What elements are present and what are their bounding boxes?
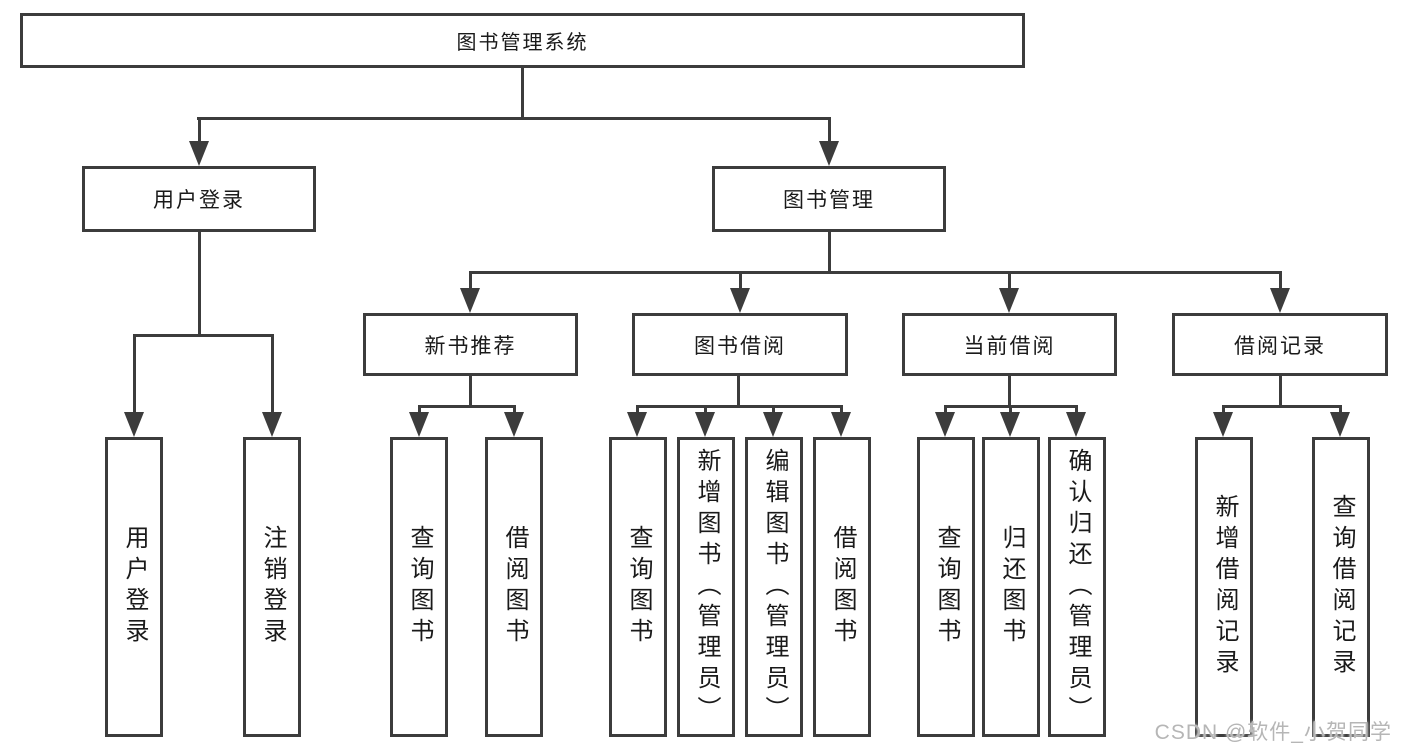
connector-bb-stem-3 xyxy=(772,406,775,415)
connector-book-mgmt-stem-1 xyxy=(469,272,472,292)
arrowhead-bb-4 xyxy=(831,412,851,437)
connector-bb-hline xyxy=(636,405,843,408)
connector-book-mgmt-stem-3 xyxy=(1008,272,1011,292)
node-new-book-recommend: 新书推荐 xyxy=(363,313,578,376)
connector-book-mgmt-stem-4 xyxy=(1278,272,1282,292)
arrowhead-to-book-management xyxy=(819,141,839,166)
leaf-bb-query-book-label: 查询图书 xyxy=(625,525,652,649)
arrowhead-to-leaf-user-login xyxy=(124,412,144,437)
arrowhead-bb-3 xyxy=(763,412,783,437)
leaf-nbr-query-book-label: 查询图书 xyxy=(406,525,433,649)
connector-br-hline xyxy=(1222,405,1342,408)
leaf-bb-borrow-book-label: 借阅图书 xyxy=(829,525,856,649)
arrowhead-to-current-borrow xyxy=(999,288,1019,313)
arrowhead-bb-2 xyxy=(695,412,715,437)
watermark-text: CSDN @软件_小贺同学 xyxy=(1154,721,1392,744)
node-book-management-label: 图书管理 xyxy=(783,189,875,212)
leaf-cb-query-book-label: 查询图书 xyxy=(933,525,960,649)
node-current-borrow-label: 当前借阅 xyxy=(963,334,1056,358)
connector-root-stem-right xyxy=(827,118,831,144)
leaf-br-query-record: 查询借阅记录 xyxy=(1312,437,1370,737)
connector-root-hline xyxy=(197,117,831,120)
leaf-cb-confirm-return-admin: 确认归还（管理员） xyxy=(1048,437,1106,737)
connector-cb-trunk xyxy=(1008,374,1011,408)
connector-book-mgmt-trunk xyxy=(827,229,831,274)
connector-bb-stem-1 xyxy=(636,406,639,415)
connector-nbr-trunk xyxy=(469,374,472,408)
connector-root-stem-left xyxy=(197,118,201,144)
node-new-book-recommend-label: 新书推荐 xyxy=(424,334,517,358)
leaf-user-login: 用户登录 xyxy=(105,437,163,737)
leaf-br-query-record-label: 查询借阅记录 xyxy=(1328,494,1355,680)
arrowhead-bb-1 xyxy=(627,412,647,437)
leaf-bb-edit-book-admin: 编辑图书（管理员） xyxy=(745,437,803,737)
node-book-borrow: 图书借阅 xyxy=(632,313,848,376)
leaf-cb-confirm-return-admin-label: 确认归还（管理员） xyxy=(1064,447,1091,727)
leaf-logout-label: 注销登录 xyxy=(259,525,286,649)
connector-user-login-hline xyxy=(132,334,274,337)
leaf-nbr-borrow-book: 借阅图书 xyxy=(485,437,543,737)
connector-bb-trunk xyxy=(737,374,740,408)
leaf-bb-add-book-admin: 新增图书（管理员） xyxy=(677,437,735,737)
leaf-bb-borrow-book: 借阅图书 xyxy=(813,437,871,737)
arrowhead-br-1 xyxy=(1213,412,1233,437)
leaf-cb-return-book: 归还图书 xyxy=(982,437,1040,737)
leaf-bb-query-book: 查询图书 xyxy=(609,437,667,737)
connector-user-login-stem-1 xyxy=(132,336,136,416)
connector-br-trunk xyxy=(1278,374,1282,408)
leaf-nbr-borrow-book-label: 借阅图书 xyxy=(501,525,528,649)
node-book-management: 图书管理 xyxy=(712,166,946,232)
node-root-label: 图书管理系统 xyxy=(456,32,589,54)
connector-root-trunk xyxy=(521,66,524,120)
connector-user-login-stem-2 xyxy=(270,336,274,416)
node-user-login: 用户登录 xyxy=(82,166,316,232)
connector-nbr-stem-1 xyxy=(417,406,421,415)
leaf-bb-add-book-admin-label: 新增图书（管理员） xyxy=(693,447,720,727)
arrowhead-to-leaf-logout xyxy=(262,412,282,437)
connector-nbr-hline xyxy=(417,405,516,408)
arrowhead-br-2 xyxy=(1330,412,1350,437)
node-user-login-label: 用户登录 xyxy=(153,189,245,212)
connector-book-mgmt-stem-2 xyxy=(738,272,742,292)
arrowhead-nbr-2 xyxy=(504,412,524,437)
arrowhead-to-new-book-recommend xyxy=(460,288,480,313)
arrowhead-cb-1 xyxy=(935,412,955,437)
leaf-logout: 注销登录 xyxy=(243,437,301,737)
node-borrow-records-label: 借阅记录 xyxy=(1234,334,1326,358)
connector-cb-stem-1 xyxy=(944,406,947,415)
connector-br-stem-1 xyxy=(1222,406,1225,415)
arrowhead-cb-2 xyxy=(1000,412,1020,437)
arrowhead-nbr-1 xyxy=(409,412,429,437)
leaf-br-add-record: 新增借阅记录 xyxy=(1195,437,1253,737)
leaf-nbr-query-book: 查询图书 xyxy=(390,437,448,737)
connector-nbr-stem-2 xyxy=(512,406,516,415)
arrowhead-to-book-borrow xyxy=(730,288,750,313)
leaf-bb-edit-book-admin-label: 编辑图书（管理员） xyxy=(761,447,788,727)
arrowhead-to-borrow-records xyxy=(1270,288,1290,313)
connector-bb-stem-2 xyxy=(704,406,707,415)
leaf-cb-query-book: 查询图书 xyxy=(917,437,975,737)
connector-cb-stem-3 xyxy=(1075,406,1078,415)
leaf-user-login-label: 用户登录 xyxy=(121,525,148,649)
node-borrow-records: 借阅记录 xyxy=(1172,313,1388,376)
node-current-borrow: 当前借阅 xyxy=(902,313,1117,376)
arrowhead-to-user-login xyxy=(189,141,209,166)
connector-br-stem-2 xyxy=(1339,406,1342,415)
connector-cb-stem-2 xyxy=(1009,406,1012,415)
connector-book-mgmt-hline xyxy=(469,271,1282,274)
node-root: 图书管理系统 xyxy=(20,13,1025,68)
leaf-br-add-record-label: 新增借阅记录 xyxy=(1211,494,1238,680)
node-book-borrow-label: 图书借阅 xyxy=(694,334,786,358)
connector-user-login-trunk xyxy=(197,230,201,337)
connector-bb-stem-4 xyxy=(840,406,843,415)
leaf-cb-return-book-label: 归还图书 xyxy=(998,525,1025,649)
arrowhead-cb-3 xyxy=(1066,412,1086,437)
